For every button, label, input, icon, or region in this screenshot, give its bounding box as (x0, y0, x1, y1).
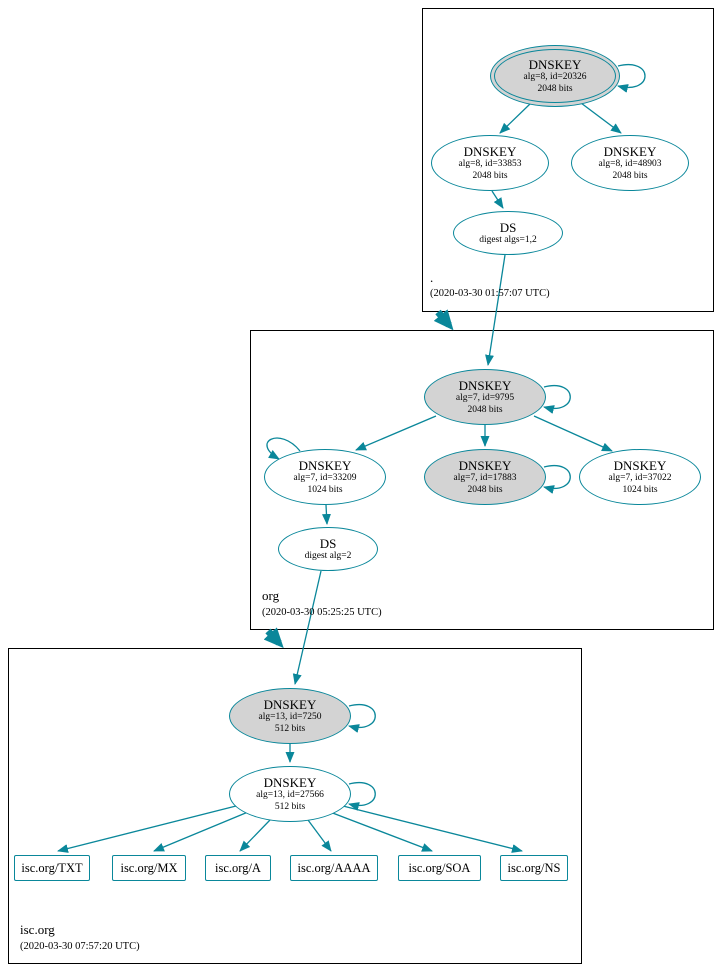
dnskey-size: 2048 bits (467, 484, 503, 495)
dnskey-params: alg=7, id=17883 (453, 473, 517, 484)
dnskey-name: DNSKEY (458, 458, 512, 474)
edge-org-zsk2-selfloop (543, 464, 571, 494)
rrset-isc-org-soa[interactable]: isc.org/SOA (398, 855, 481, 881)
dnskey-org-zsk-33209[interactable]: DNSKEY alg=7, id=33209 1024 bits (264, 449, 386, 505)
dnskey-size: 512 bits (274, 801, 306, 812)
edge-org-zsk1-selfloop (266, 437, 301, 460)
dnskey-params: alg=7, id=37022 (608, 473, 672, 484)
ds-root-for-org[interactable]: DS digest algs=1,2 (453, 211, 563, 255)
edge-isc-zsk-to-a (239, 819, 271, 852)
edge-isc-zsk-to-soa (329, 811, 433, 852)
dnskey-root-zsk-48903[interactable]: DNSKEY alg=8, id=48903 2048 bits (571, 135, 689, 191)
edge-isc-zsk-selfloop (348, 781, 376, 811)
dnskey-params: alg=13, id=27566 (256, 790, 324, 801)
rrset-isc-org-a[interactable]: isc.org/A (205, 855, 271, 881)
ds-digest: digest alg=2 (304, 551, 352, 562)
edge-isc-ksk-selfloop (348, 703, 376, 733)
dnskey-params: alg=7, id=33209 (293, 473, 357, 484)
dnskey-isc-zsk-27566[interactable]: DNSKEY alg=13, id=27566 512 bits (229, 766, 351, 822)
edge-isc-zsk-to-aaaa (307, 819, 332, 852)
dnskey-size: 512 bits (274, 723, 306, 734)
edge-root-ksk-to-zsk1 (499, 102, 532, 134)
zone-timestamp-root: (2020-03-30 01:57:07 UTC) (430, 288, 550, 299)
dnskey-params: alg=8, id=48903 (598, 159, 662, 170)
rrset-label: isc.org/SOA (408, 860, 471, 875)
rrset-label: isc.org/AAAA (297, 860, 371, 875)
dnskey-name: DNSKEY (263, 697, 317, 713)
dnskey-name: DNSKEY (463, 144, 517, 160)
dnskey-params: alg=13, id=7250 (258, 712, 322, 723)
dnskey-name: DNSKEY (528, 57, 582, 73)
dnskey-name: DNSKEY (458, 378, 512, 394)
edge-root-ksk-to-zsk2 (580, 102, 622, 134)
zone-name-root: . (430, 270, 434, 285)
dnskey-name: DNSKEY (263, 775, 317, 791)
rrset-isc-org-ns[interactable]: isc.org/NS (500, 855, 568, 881)
rrset-label: isc.org/TXT (21, 860, 83, 875)
dnskey-params: alg=8, id=20326 (523, 72, 587, 83)
dnskey-size: 2048 bits (537, 83, 573, 94)
zone-name-isc: isc.org (20, 922, 55, 937)
dnskey-size: 1024 bits (622, 484, 658, 495)
edge-isc-zsk-to-ns (342, 805, 523, 853)
zone-box-org (250, 330, 714, 630)
dnskey-size: 2048 bits (472, 170, 508, 181)
edge-org-ksk-to-zsk1 (355, 415, 437, 451)
ds-name: DS (499, 219, 517, 235)
dnskey-size: 2048 bits (612, 170, 648, 181)
dnskey-name: DNSKEY (613, 458, 667, 474)
dnskey-size: 1024 bits (307, 484, 343, 495)
edge-org-ksk-selfloop (543, 384, 571, 414)
edge-root-zsk1-to-ds (491, 190, 504, 209)
dnskey-params: alg=7, id=9795 (455, 393, 515, 404)
dnskey-org-zsk-37022[interactable]: DNSKEY alg=7, id=37022 1024 bits (579, 449, 701, 505)
ds-name: DS (319, 535, 337, 551)
edge-isc-zsk-to-mx (153, 811, 249, 852)
rrset-label: isc.org/A (215, 860, 261, 875)
edge-org-ds-to-isc-ksk (292, 570, 322, 685)
zone-box-isc (8, 648, 582, 964)
edge-delegation-org-to-isc (263, 627, 284, 649)
dnskey-isc-ksk-7250[interactable]: DNSKEY alg=13, id=7250 512 bits (229, 688, 351, 744)
dnskey-params: alg=8, id=33853 (458, 159, 522, 170)
edge-root-ksk-selfloop (617, 63, 646, 93)
dnskey-root-ksk-20326[interactable]: DNSKEY alg=8, id=20326 2048 bits (490, 45, 620, 107)
zone-timestamp-org: (2020-03-30 05:25:25 UTC) (262, 607, 382, 618)
dnskey-root-zsk-33853[interactable]: DNSKEY alg=8, id=33853 2048 bits (431, 135, 549, 191)
rrset-label: isc.org/MX (120, 860, 178, 875)
edge-org-zsk1-to-ds (321, 504, 331, 525)
rrset-isc-org-mx[interactable]: isc.org/MX (112, 855, 186, 881)
edge-isc-zsk-to-txt (57, 805, 237, 853)
zone-box-root (422, 8, 714, 312)
rrset-isc-org-aaaa[interactable]: isc.org/AAAA (290, 855, 378, 881)
ds-org-for-isc[interactable]: DS digest alg=2 (278, 527, 378, 571)
ds-digest: digest algs=1,2 (479, 235, 537, 246)
edge-org-ksk-to-zsk3 (533, 415, 613, 452)
edge-root-ds-to-org-ksk (485, 254, 506, 366)
dnskey-size: 2048 bits (467, 404, 503, 415)
dnskey-org-ksk-9795[interactable]: DNSKEY alg=7, id=9795 2048 bits (424, 369, 546, 425)
rrset-isc-org-txt[interactable]: isc.org/TXT (14, 855, 90, 881)
zone-timestamp-isc: (2020-03-30 07:57:20 UTC) (20, 941, 140, 952)
dnskey-name: DNSKEY (298, 458, 352, 474)
rrset-label: isc.org/NS (507, 860, 561, 875)
edge-delegation-root-to-org (433, 309, 454, 331)
dnskey-name: DNSKEY (603, 144, 657, 160)
zone-name-org: org (262, 588, 280, 603)
dnskey-org-zsk-17883[interactable]: DNSKEY alg=7, id=17883 2048 bits (424, 449, 546, 505)
